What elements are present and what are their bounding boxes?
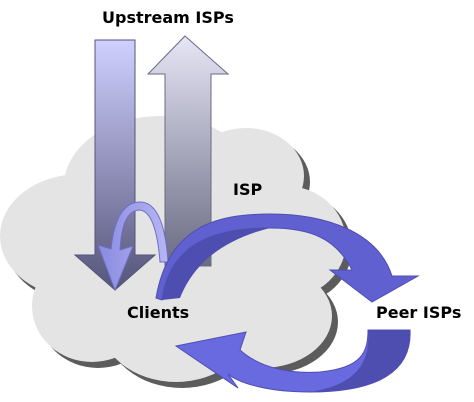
peer-outbound-arrow-shade	[162, 228, 270, 300]
peer-isps-label: Peer ISPs	[376, 303, 462, 322]
upstream-isps-label: Upstream ISPs	[102, 8, 234, 27]
clients-label: Clients	[127, 303, 190, 322]
peer-inbound-arrow-shade	[310, 330, 411, 392]
isp-label: ISP	[233, 180, 263, 199]
client-loop-arrow	[97, 201, 169, 292]
downstream-arrow	[73, 39, 157, 291]
